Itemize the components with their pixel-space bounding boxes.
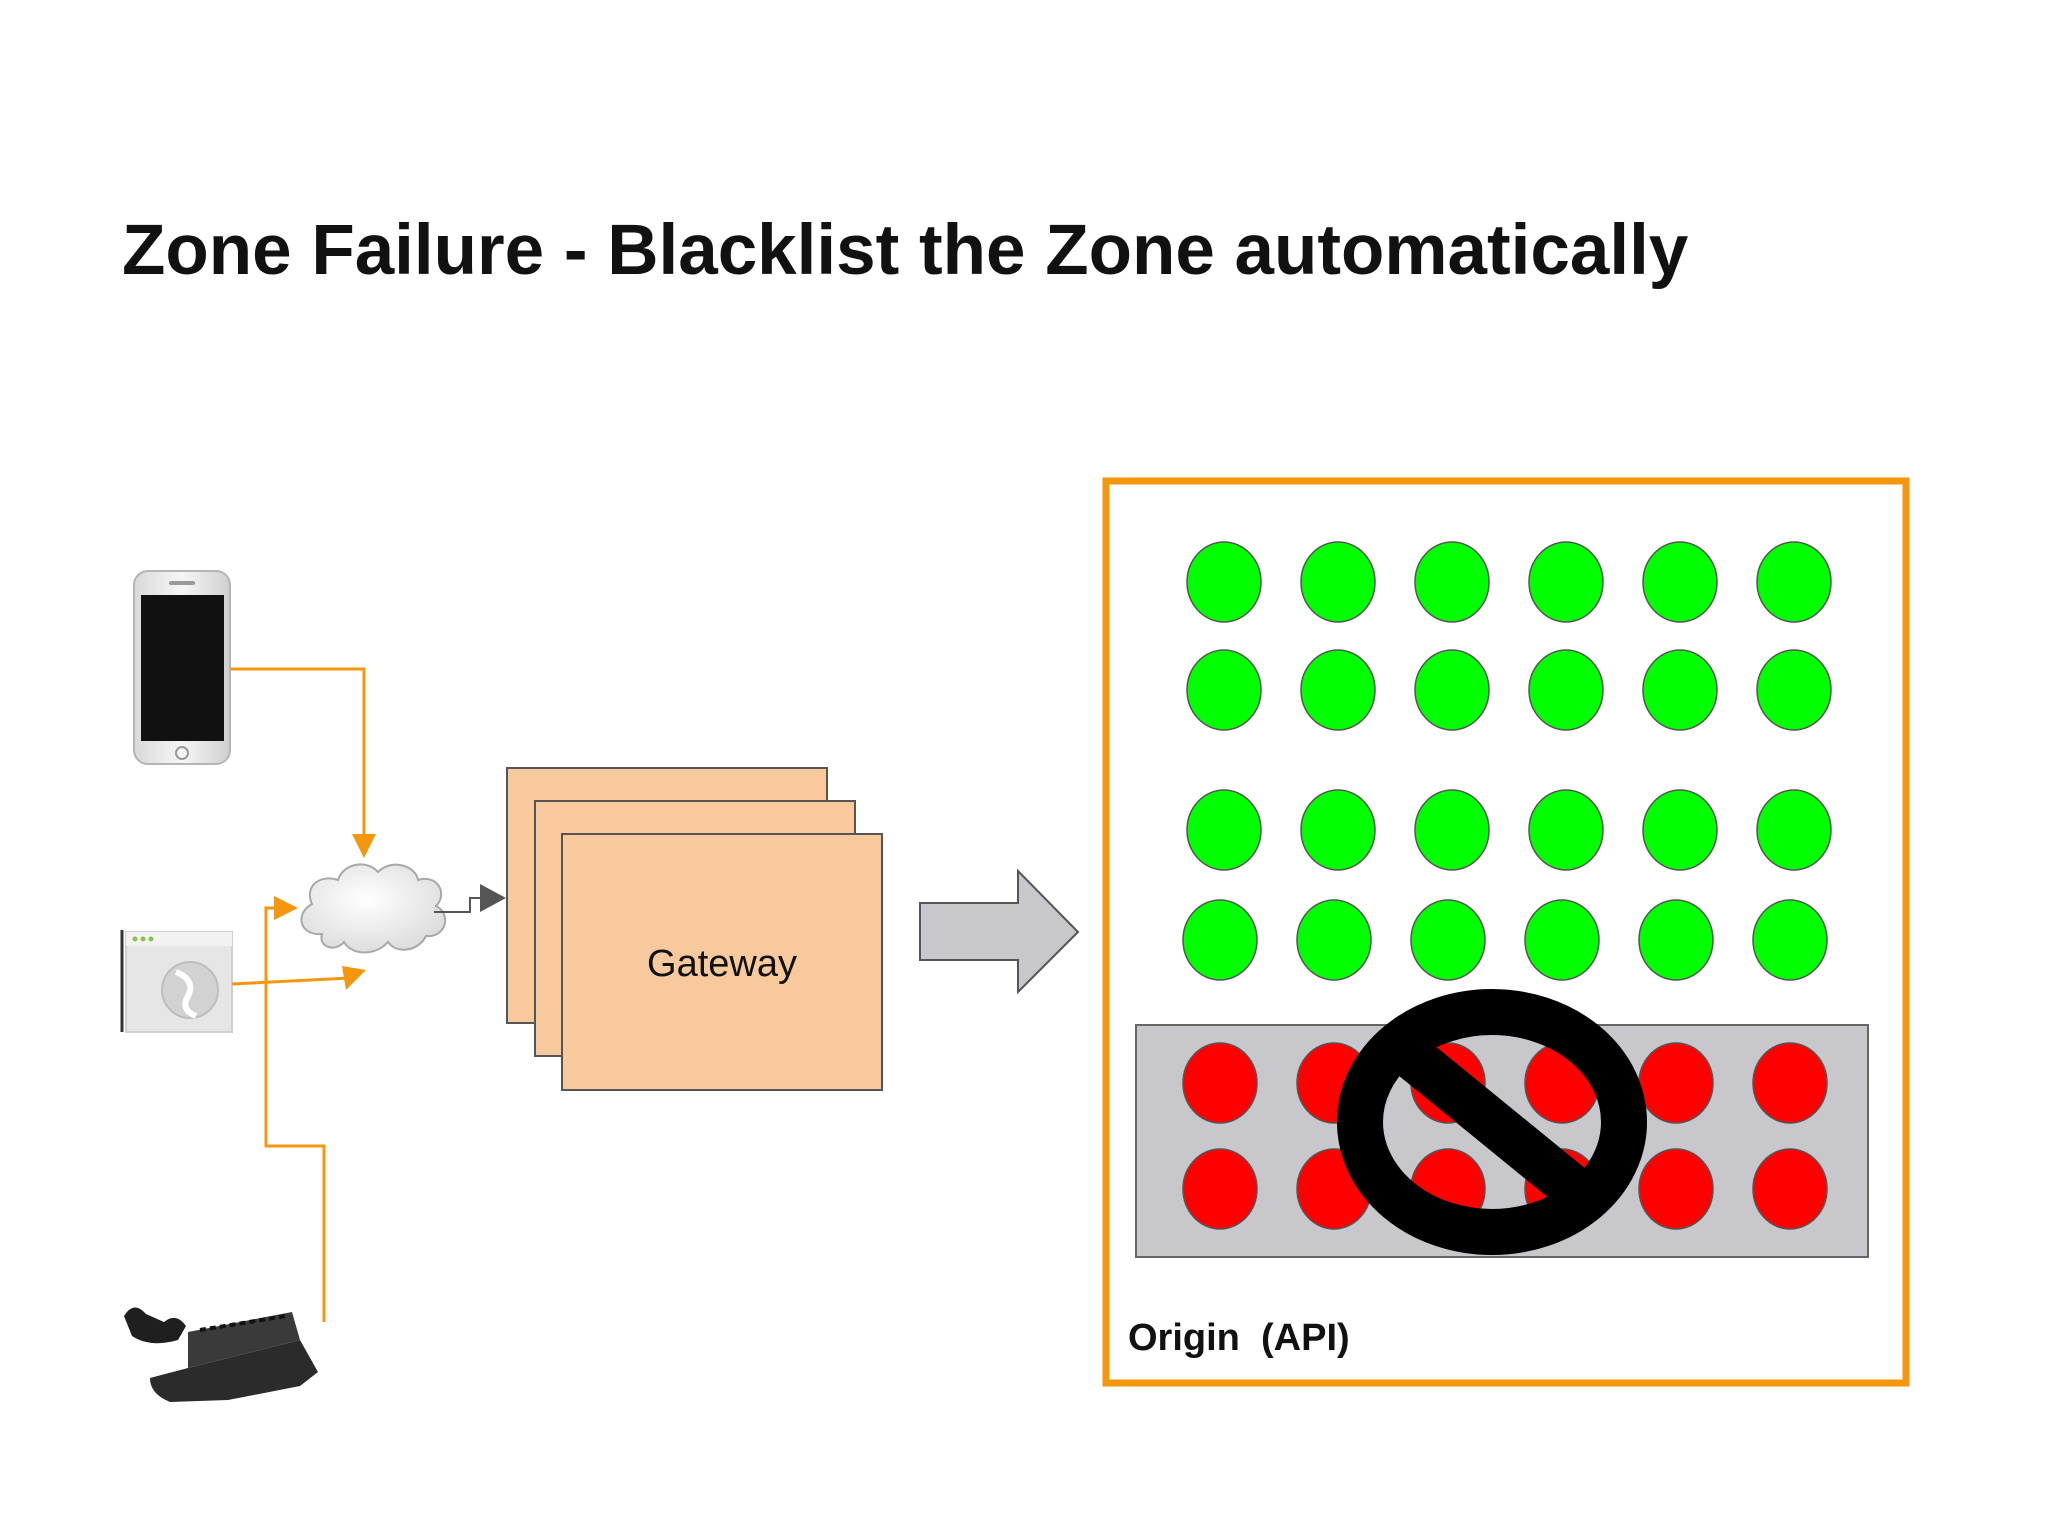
- healthy-server-node: [1414, 541, 1490, 623]
- healthy-server-node: [1752, 899, 1828, 981]
- healthy-server-node: [1756, 789, 1832, 871]
- healthy-server-node: [1186, 541, 1262, 623]
- healthy-server-node: [1756, 649, 1832, 731]
- game-console-icon: [124, 1307, 318, 1402]
- failed-server-node: [1182, 1042, 1258, 1124]
- smartphone-icon: [133, 570, 231, 765]
- healthy-server-node: [1182, 899, 1258, 981]
- healthy-server-node: [1528, 789, 1604, 871]
- healthy-server-node: [1642, 541, 1718, 623]
- arrowhead-browser: [342, 966, 366, 990]
- slide-title: Zone Failure - Blacklist the Zone automa…: [122, 211, 1689, 290]
- prohibited-icon: [1337, 989, 1647, 1255]
- healthy-nodes: [1182, 541, 1832, 981]
- healthy-server-node: [1638, 899, 1714, 981]
- healthy-server-node: [1414, 789, 1490, 871]
- browser-window-icon: [120, 930, 233, 1033]
- origin-label: Origin (API): [1128, 1317, 1350, 1359]
- healthy-server-node: [1296, 899, 1372, 981]
- healthy-server-node: [1300, 649, 1376, 731]
- failed-server-node: [1182, 1148, 1258, 1230]
- arrowhead-phone: [352, 834, 376, 858]
- healthy-server-node: [1186, 789, 1262, 871]
- failed-server-node: [1752, 1042, 1828, 1124]
- gateway-stack: Gateway: [506, 767, 883, 1091]
- gateway-label: Gateway: [647, 943, 797, 985]
- cloud-gateway-connector: [434, 884, 506, 913]
- failed-server-node: [1638, 1148, 1714, 1230]
- healthy-server-node: [1528, 541, 1604, 623]
- healthy-server-node: [1186, 649, 1262, 731]
- client-connectors: [230, 667, 366, 1322]
- failed-server-node: [1752, 1148, 1828, 1230]
- gateway-origin-arrow: [919, 868, 1080, 995]
- healthy-server-node: [1410, 899, 1486, 981]
- healthy-server-node: [1414, 649, 1490, 731]
- healthy-server-node: [1524, 899, 1600, 981]
- healthy-server-node: [1642, 789, 1718, 871]
- healthy-server-node: [1528, 649, 1604, 731]
- arrowhead-console: [274, 896, 298, 920]
- failed-server-node: [1638, 1042, 1714, 1124]
- healthy-server-node: [1642, 649, 1718, 731]
- cloud-icon: [300, 863, 447, 954]
- healthy-server-node: [1300, 541, 1376, 623]
- healthy-server-node: [1300, 789, 1376, 871]
- healthy-server-node: [1756, 541, 1832, 623]
